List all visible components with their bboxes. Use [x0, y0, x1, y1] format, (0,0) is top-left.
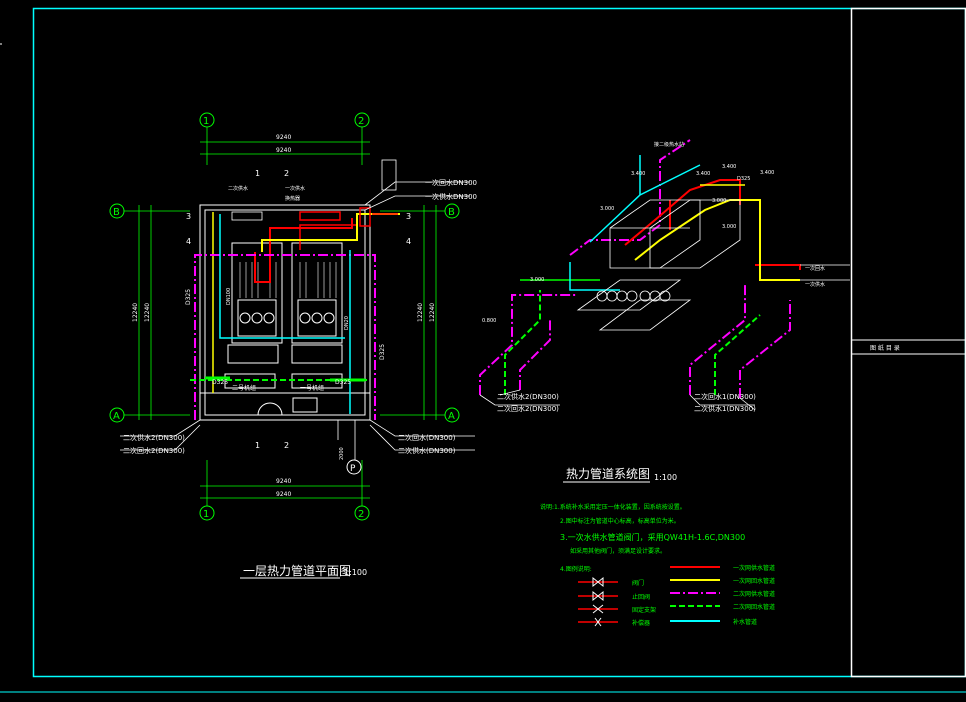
svg-text:2: 2 — [284, 169, 289, 178]
svg-text:2.图中标注为管道中心标高，标高单位为米。: 2.图中标注为管道中心标高，标高单位为米。 — [560, 517, 680, 525]
svg-text:2: 2 — [358, 509, 364, 520]
svg-text:4: 4 — [406, 237, 411, 246]
svg-text:一次网回水管道: 一次网回水管道 — [733, 577, 775, 585]
svg-text:9240: 9240 — [276, 478, 291, 485]
svg-text:说明:1.系统补水采用定压一体化装置，因系统按设置。: 说明:1.系统补水采用定压一体化装置，因系统按设置。 — [540, 503, 686, 511]
svg-text:D325: D325 — [737, 176, 750, 182]
svg-text:D325: D325 — [185, 289, 192, 305]
svg-text:1: 1 — [255, 169, 260, 178]
svg-text:二次供水2(DN300): 二次供水2(DN300) — [123, 433, 185, 442]
svg-text:2: 2 — [284, 441, 289, 450]
svg-text:一次供水: 一次供水 — [805, 281, 825, 288]
svg-text:A: A — [113, 411, 120, 422]
svg-text:4: 4 — [186, 237, 191, 246]
legend: 阀门 止回阀 固定支架 补偿器 一次网供水管道 一次网回水管道 二次网供水管道 … — [578, 564, 775, 627]
svg-text:12240: 12240 — [132, 303, 139, 322]
svg-text:3.400: 3.400 — [631, 171, 645, 177]
svg-text:D325: D325 — [212, 379, 228, 386]
drawing-frame — [32, 7, 966, 678]
svg-text:二号机组: 二号机组 — [232, 384, 256, 392]
svg-text:D325: D325 — [379, 344, 386, 360]
svg-text:12240: 12240 — [144, 303, 151, 322]
svg-text:P: P — [350, 464, 356, 474]
svg-text:3.一次水供水管道阀门，采用QW41H-1.6C,DN300: 3.一次水供水管道阀门，采用QW41H-1.6C,DN300 — [560, 532, 745, 542]
svg-text:0.800: 0.800 — [482, 318, 496, 324]
svg-text:补水管道: 补水管道 — [733, 618, 757, 626]
plan-title: 一层热力管道平面图 — [243, 563, 351, 578]
svg-text:二次回水(DN300): 二次回水(DN300) — [398, 433, 456, 442]
svg-text:3.400: 3.400 — [722, 164, 736, 170]
svg-text:3: 3 — [186, 212, 191, 221]
svg-text:D325: D325 — [335, 379, 351, 386]
svg-text:阀门: 阀门 — [632, 579, 644, 587]
svg-text:二次供水: 二次供水 — [228, 185, 248, 192]
svg-text:3.000: 3.000 — [530, 277, 544, 283]
svg-text:2: 2 — [358, 116, 364, 127]
svg-text:DN100: DN100 — [226, 288, 232, 305]
svg-text:二次回水2(DN300): 二次回水2(DN300) — [123, 446, 185, 455]
title-block-caption: 图 纸 目 录 — [870, 344, 900, 352]
svg-text:1: 1 — [203, 116, 209, 127]
floor-plan: 1 2 1 2 B A B A — [109, 112, 477, 579]
isometric-system: 3.400 3.400 3.400 3.400 3.000 3.000 3.00… — [479, 139, 850, 483]
svg-text:12240: 12240 — [429, 303, 436, 322]
svg-text:二次供水2(DN300): 二次供水2(DN300) — [497, 392, 559, 401]
svg-text:9240: 9240 — [276, 147, 291, 154]
svg-text:3.000: 3.000 — [722, 224, 736, 230]
svg-text:一号机组: 一号机组 — [300, 384, 324, 392]
svg-text:B: B — [448, 207, 455, 218]
svg-text:3.400: 3.400 — [760, 170, 774, 176]
system-scale: 1:100 — [654, 473, 677, 482]
svg-text:1: 1 — [203, 509, 209, 520]
svg-text:二次网回水管道: 二次网回水管道 — [733, 603, 775, 611]
svg-text:4.图例说明:: 4.图例说明: — [560, 565, 592, 573]
svg-text:B: B — [113, 207, 120, 218]
plan-scale: 1:100 — [344, 568, 367, 577]
svg-text:3.400: 3.400 — [696, 171, 710, 177]
svg-text:二次供水1(DN300): 二次供水1(DN300) — [694, 404, 756, 413]
svg-text:一次回水DN300: 一次回水DN300 — [425, 178, 477, 187]
svg-text:如采用其他阀门，须满足设计要求。: 如采用其他阀门，须满足设计要求。 — [570, 547, 666, 555]
svg-text:固定支架: 固定支架 — [632, 606, 656, 614]
svg-text:一次供水DN300: 一次供水DN300 — [425, 192, 477, 201]
svg-text:9240: 9240 — [276, 491, 291, 498]
design-notes: 说明:1.系统补水采用定压一体化装置，因系统按设置。 2.图中标注为管道中心标高… — [540, 503, 745, 573]
svg-text:补偿器: 补偿器 — [632, 619, 650, 627]
svg-text:12240: 12240 — [417, 303, 424, 322]
svg-text:一次供水: 一次供水 — [285, 185, 305, 192]
svg-text:一次回水: 一次回水 — [805, 265, 825, 272]
svg-text:A: A — [448, 411, 455, 422]
svg-text:1: 1 — [255, 441, 260, 450]
system-title: 热力管道系统图 — [566, 466, 650, 481]
svg-text:二次回水2(DN300): 二次回水2(DN300) — [497, 404, 559, 413]
svg-text:二次网供水管道: 二次网供水管道 — [733, 590, 775, 598]
svg-text:9240: 9240 — [276, 134, 291, 141]
svg-text:二次回水1(DN300): 二次回水1(DN300) — [694, 392, 756, 401]
svg-text:3: 3 — [406, 212, 411, 221]
svg-text:一次网供水管道: 一次网供水管道 — [733, 564, 775, 572]
svg-text:2000: 2000 — [339, 447, 345, 460]
title-block-frame — [850, 7, 966, 678]
svg-text:3.000: 3.000 — [600, 206, 614, 212]
svg-text:换热器: 换热器 — [285, 195, 300, 202]
svg-text:二次供水(DN300): 二次供水(DN300) — [398, 446, 456, 455]
svg-text:接二级热水站: 接二级热水站 — [654, 141, 684, 148]
svg-text:止回阀: 止回阀 — [632, 593, 650, 601]
svg-text:3.000: 3.000 — [712, 198, 726, 204]
svg-text:DN20: DN20 — [344, 316, 350, 330]
